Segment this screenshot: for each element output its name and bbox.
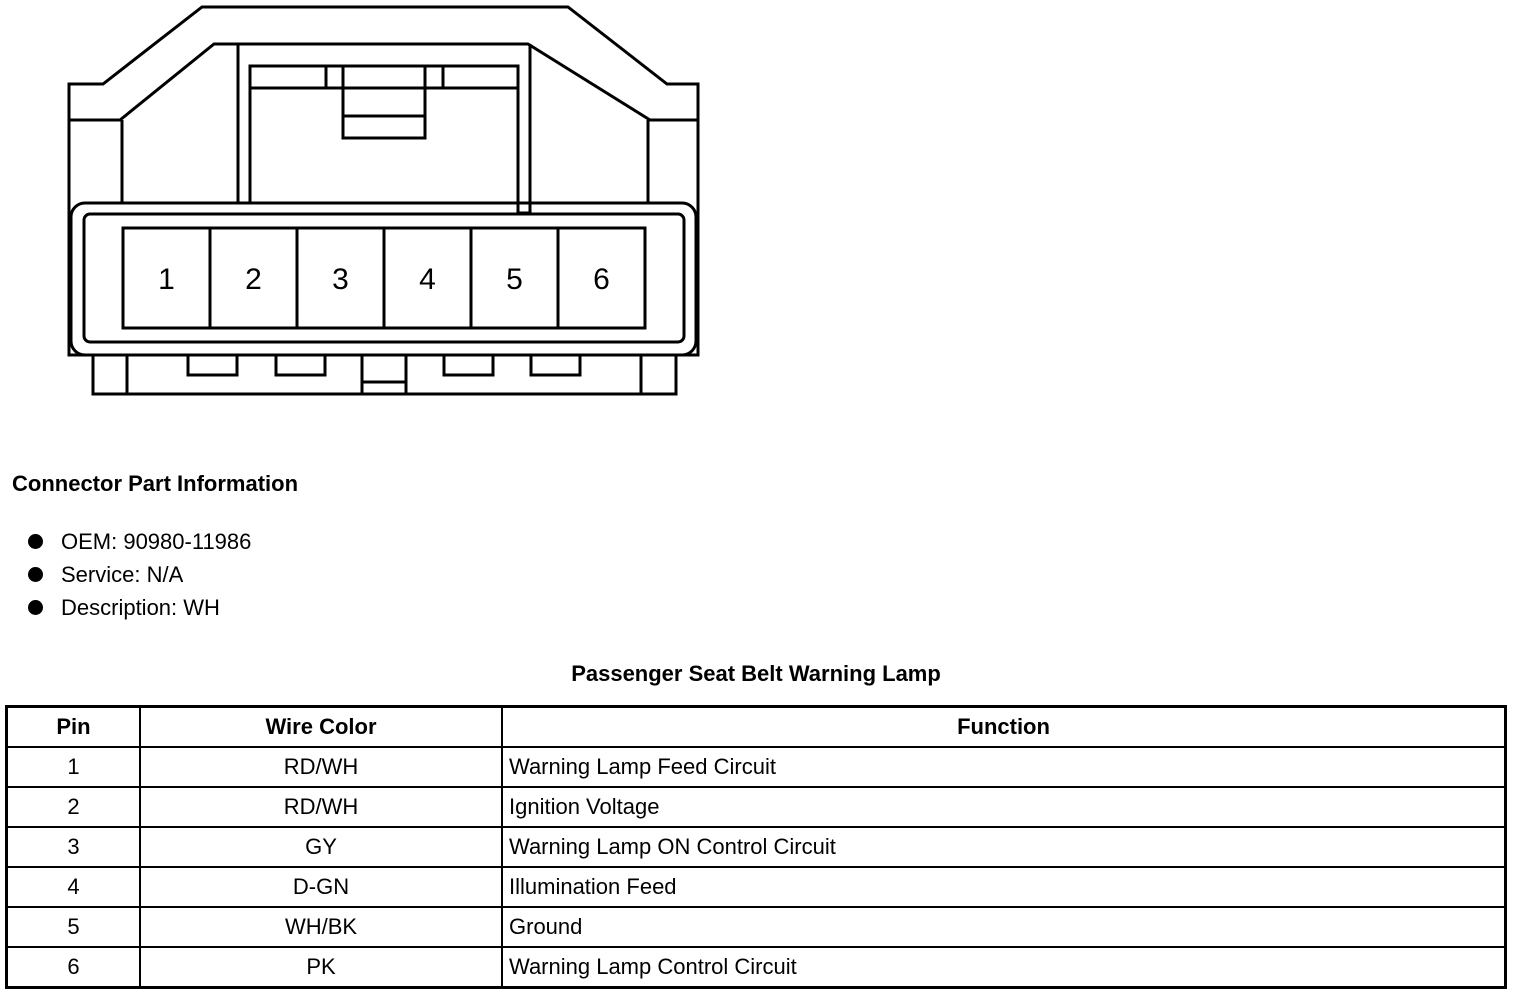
connector-latch-channel (236, 44, 532, 215)
cell-function: Ground (501, 906, 1507, 948)
bullet-icon (28, 600, 43, 615)
pinout-table: Pin Wire Color Function 1 RD/WH Warning … (5, 705, 1507, 989)
header-function: Function (501, 705, 1507, 748)
pinout-table-title: Passenger Seat Belt Warning Lamp (571, 661, 941, 686)
cell-pin: 6 (5, 946, 141, 989)
table-row: 3 GY Warning Lamp ON Control Circuit (5, 826, 1507, 868)
pin-number-label: 6 (593, 263, 610, 296)
connector-inner-shoulder (69, 42, 698, 122)
connector-face-diagram: 1 2 3 4 5 6 (67, 5, 700, 396)
pin-cavity (556, 226, 647, 330)
pin-number-label: 1 (158, 263, 175, 296)
cell-wire-color: D-GN (139, 866, 503, 908)
table-row: 6 PK Warning Lamp Control Circuit (5, 946, 1507, 989)
cell-wire-color: RD/WH (139, 786, 503, 828)
bullet-icon (28, 567, 43, 582)
connector-cavity-inner (82, 212, 686, 344)
table-row: 1 RD/WH Warning Lamp Feed Circuit (5, 746, 1507, 788)
cell-pin: 2 (5, 786, 141, 828)
header-pin: Pin (5, 705, 141, 748)
pin-number-label: 3 (332, 263, 349, 296)
connector-info-list: OEM: 90980-11986 Service: N/A Descriptio… (28, 525, 251, 624)
cell-function: Ignition Voltage (501, 786, 1507, 828)
cell-wire-color: PK (139, 946, 503, 989)
table-row: 4 D-GN Illumination Feed (5, 866, 1507, 908)
cell-function: Warning Lamp ON Control Circuit (501, 826, 1507, 868)
info-item-text: OEM: 90980-11986 (61, 528, 252, 554)
header-wire-color: Wire Color (139, 705, 503, 748)
cell-pin: 3 (5, 826, 141, 868)
info-item-text: Description: WH (61, 594, 220, 620)
cell-pin: 5 (5, 906, 141, 948)
cell-wire-color: RD/WH (139, 746, 503, 788)
cell-function: Warning Lamp Control Circuit (501, 946, 1507, 989)
table-row: 2 RD/WH Ignition Voltage (5, 786, 1507, 828)
table-row: 5 WH/BK Ground (5, 906, 1507, 948)
connector-bottom-rail (91, 355, 678, 396)
pin-number-label: 5 (506, 263, 523, 296)
cell-pin: 4 (5, 866, 141, 908)
cell-wire-color: WH/BK (139, 906, 503, 948)
info-item-service: Service: N/A (28, 558, 251, 591)
cell-pin: 1 (5, 746, 141, 788)
bullet-icon (28, 534, 43, 549)
cell-wire-color: GY (139, 826, 503, 868)
connector-latch-tab (341, 64, 427, 140)
table-header-row: Pin Wire Color Function (5, 705, 1507, 748)
info-item-description: Description: WH (28, 591, 251, 624)
cell-function: Illumination Feed (501, 866, 1507, 908)
pin-number-label: 4 (419, 263, 436, 296)
pin-number-label: 2 (245, 263, 262, 296)
cell-function: Warning Lamp Feed Circuit (501, 746, 1507, 788)
info-item-text: Service: N/A (61, 561, 184, 587)
info-item-oem: OEM: 90980-11986 (28, 525, 251, 558)
connector-info-heading: Connector Part Information (12, 471, 299, 496)
